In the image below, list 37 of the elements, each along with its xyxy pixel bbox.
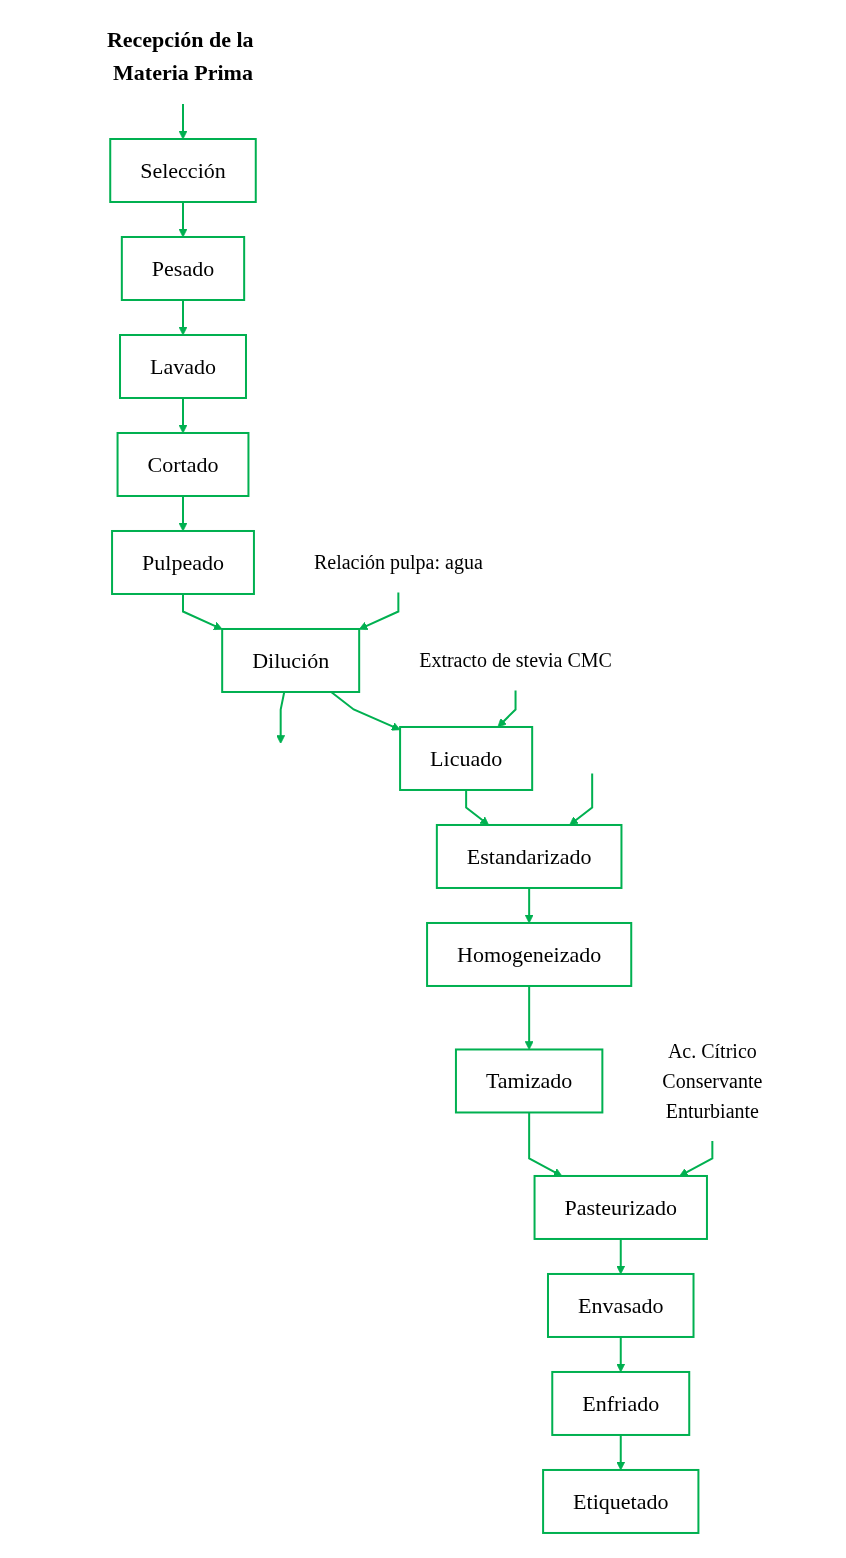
node-box: Lavado [119, 334, 248, 399]
node-box: Pasteurizado [533, 1175, 709, 1240]
node-box: Tamizado [455, 1048, 604, 1114]
arrow [182, 593, 223, 631]
arrow [178, 397, 188, 434]
arrow [178, 495, 188, 532]
arrow [528, 1111, 563, 1177]
node-box: Selección [109, 138, 258, 203]
arrow [276, 691, 286, 744]
node-box: Enfriado [551, 1370, 691, 1436]
node-box: Dilución [221, 628, 361, 693]
node-box: Pulpeado [111, 530, 256, 595]
arrow [616, 1335, 626, 1373]
node-box: Estandarizado [436, 824, 623, 889]
arrow [178, 201, 188, 238]
arrow [359, 591, 400, 631]
arrow [569, 772, 594, 826]
node-box: Licuado [399, 726, 534, 791]
node-box: Cortado [116, 432, 250, 497]
arrow [616, 1237, 626, 1275]
node-box: Envasado [547, 1272, 695, 1338]
node-box: Etiquetado [542, 1468, 700, 1534]
node-text: Relación pulpa: agua [314, 551, 484, 574]
arrow [178, 299, 188, 336]
arrow [525, 887, 534, 924]
node-text: Recepción de la Materia Prima [107, 27, 254, 85]
node-box: Homogeneizado [426, 922, 633, 987]
arrow [465, 789, 490, 826]
node-box: Pesado [121, 236, 246, 301]
arrow [525, 985, 534, 1050]
node-text: Extracto de stevia CMC [419, 649, 613, 672]
arrow [616, 1433, 626, 1471]
arrow [330, 691, 401, 731]
arrow [497, 689, 517, 728]
arrow [679, 1140, 714, 1177]
arrow [178, 103, 188, 140]
node-text: Ac. Cítrico Conservante Enturbiante [662, 1039, 763, 1122]
